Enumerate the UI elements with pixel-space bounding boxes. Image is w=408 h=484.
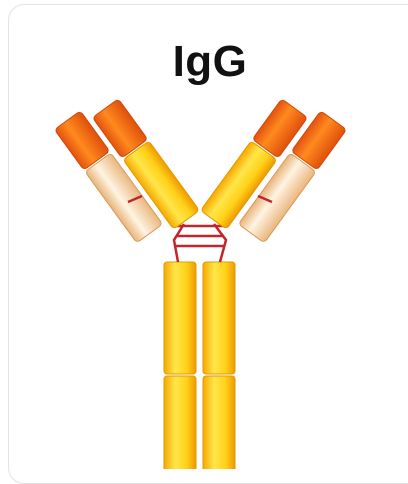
fab-arm-left <box>54 99 199 243</box>
heavy-chain-ch2-right <box>203 262 235 374</box>
heavy-chain-ch3-right <box>203 376 235 469</box>
fab-arm-right <box>201 99 347 243</box>
fc-region <box>164 262 235 469</box>
heavy-chain-ch2-left <box>164 262 196 374</box>
hinge-disulfide-bonds <box>174 224 226 262</box>
heavy-chain-ch3-left <box>164 376 196 469</box>
diagram-title: IgG <box>110 40 310 84</box>
